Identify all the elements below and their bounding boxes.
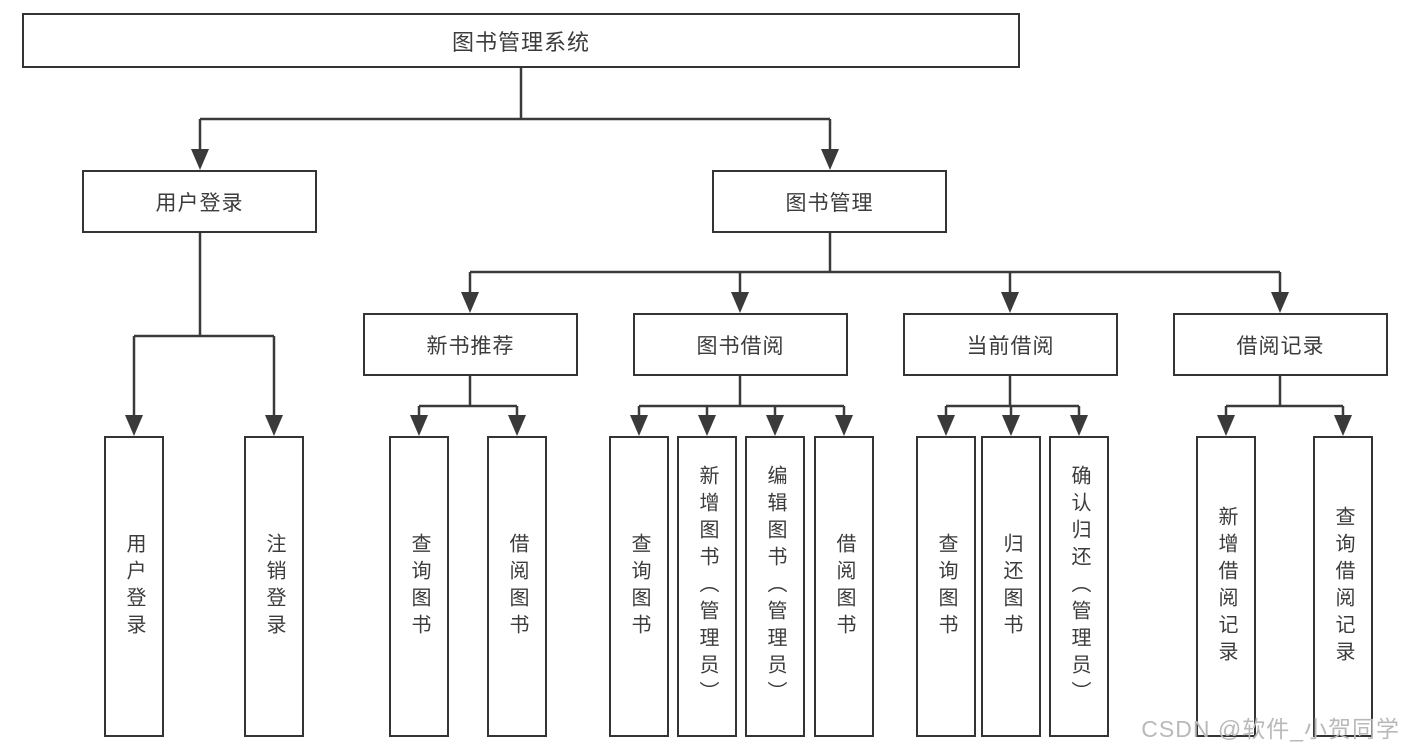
leaf-borrow-books-1: 借阅图书 (487, 436, 547, 737)
leaf-borrow-books-2: 借阅图书 (814, 436, 874, 737)
leaf-label: 归还图书 (1000, 532, 1022, 641)
leaf-label: 新增图书（管理员） (696, 465, 718, 708)
node-library-management-system: 图书管理系统 (22, 13, 1020, 68)
node-user-login: 用户登录 (82, 170, 317, 233)
leaf-label: 注销登录 (263, 532, 285, 641)
node-borrowing-records: 借阅记录 (1173, 313, 1388, 376)
leaf-label: 借阅图书 (833, 532, 855, 641)
leaf-confirm-return-admin: 确认归还（管理员） (1049, 436, 1109, 737)
leaf-return-book: 归还图书 (981, 436, 1041, 737)
leaf-query-books-3: 查询图书 (916, 436, 976, 737)
leaf-label: 查询图书 (628, 532, 650, 641)
leaf-label: 用户登录 (123, 532, 145, 641)
arrowheads (125, 149, 1352, 436)
leaf-edit-book-admin: 编辑图书（管理员） (745, 436, 805, 737)
node-book-management: 图书管理 (712, 170, 947, 233)
leaf-logout: 注销登录 (244, 436, 304, 737)
leaf-add-borrow-record: 新增借阅记录 (1196, 436, 1256, 737)
leaf-query-books-1: 查询图书 (389, 436, 449, 737)
leaf-label: 新增借阅记录 (1215, 505, 1237, 668)
leaf-label: 查询图书 (935, 532, 957, 641)
leaf-add-book-admin: 新增图书（管理员） (677, 436, 737, 737)
node-book-borrowing: 图书借阅 (633, 313, 848, 376)
node-current-borrowing: 当前借阅 (903, 313, 1118, 376)
leaf-label: 确认归还（管理员） (1068, 465, 1090, 708)
tree-edges (132, 68, 1345, 419)
leaf-label: 编辑图书（管理员） (764, 465, 786, 708)
leaf-label: 借阅图书 (506, 532, 528, 641)
leaf-user-login: 用户登录 (104, 436, 164, 737)
leaf-label: 查询借阅记录 (1332, 505, 1354, 668)
leaf-label: 查询图书 (408, 532, 430, 641)
csdn-watermark: CSDN @软件_小贺同学 (1141, 716, 1400, 742)
leaf-query-borrow-record: 查询借阅记录 (1313, 436, 1373, 737)
node-new-book-recommend: 新书推荐 (363, 313, 578, 376)
leaf-query-books-2: 查询图书 (609, 436, 669, 737)
